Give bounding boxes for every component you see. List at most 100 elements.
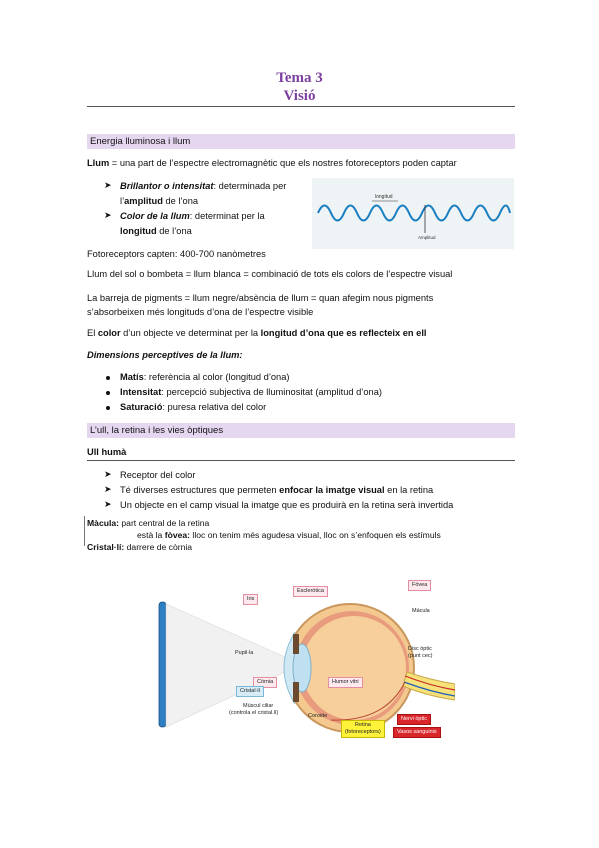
section-heading-eye: L’ull, la retina i les vies òptiques [87,423,515,438]
object-color-term: color [97,328,121,338]
cornea [283,631,296,705]
light-term: Llum [87,158,110,168]
title-divider [87,106,515,107]
label-pupil: Pupil·la [235,650,254,656]
label-optic-disc-1: Disc òptic [408,646,432,652]
arrow-bullet-icon: ➤ [104,484,112,494]
brightness-item-line2: l’amplitud de l’ona [120,195,198,208]
macula-text: part central de la retina [121,518,210,528]
color-item: Color de la llum: determinat per la [120,210,265,223]
label-optic-nerve: Nervi òptic [397,714,431,725]
optic-nerve [402,671,455,701]
brightness-text: : determinada per [213,181,287,191]
dimension-hue: Matís: referència al color (longitud d’o… [120,371,290,384]
arrow-bullet-icon: ➤ [104,180,112,190]
reflected-wavelength-term: longitud d’ona que es reflecteix en ell [260,328,427,338]
bullet-dot-icon [106,406,110,410]
wave-background [312,178,514,249]
retina-line [330,681,406,721]
eye-bullet-1-text: Receptor del color [120,470,196,480]
color-term: Color de la llum [120,211,190,221]
fovea-pre: està la [137,530,165,540]
label-ciliary-1: Múscul ciliar [243,703,274,709]
wave-diagram: longitud Amplitud [312,178,514,249]
photoreceptor-range: Fotoreceptors capten: 400-700 nanòmetres [87,249,266,259]
brightness-line2-suffix: de l’ona [162,196,199,206]
dimension-saturation: Saturació: puresa relativa del color [120,401,266,414]
blood-vessel-red [404,675,455,691]
object-color-text: El color d’un objecte ve determinat per … [87,327,426,340]
brightness-item: Brillantor o intensitat: determinada per [120,180,286,193]
intensity-text: : percepció subjectiva de lluminositat (… [161,387,382,397]
arrow-bullet-icon: ➤ [104,210,112,220]
lens [292,643,312,693]
eye-bullet-2: Té diverses estructures que permeten enf… [120,484,433,497]
pigments-text-line2: s’absorbeixen més longituds d’ona de l’e… [87,307,314,317]
eye-subheading: Ull humà [87,447,127,457]
macula-note: Màcula: part central de la retina [87,517,209,529]
label-retina-line2: (fotoreceptors) [345,729,381,735]
light-definition: Llum = una part de l’espectre electromag… [87,157,457,170]
note-margin-line [84,516,85,546]
bullet-dot-icon [106,376,110,380]
subheading-divider [87,460,515,461]
white-light-text: Llum del sol o bombeta = llum blanca = c… [87,269,453,279]
label-ciliary-2: (controla el cristal.lí) [229,710,279,716]
lens-text: darrere de còrnia [126,542,193,552]
lens-note: Cristal·lí: darrere de còrnia [87,541,192,553]
eye-bullet-2-pre: Té diverses estructures que permeten [120,485,280,495]
iris-top [293,634,299,654]
color-text: : determinat per la [189,211,265,221]
fovea-note: està la fòvea: lloc on tenim més agudesa… [137,529,441,541]
label-retina: Retina (fotoreceptors) [341,720,385,738]
eye-bullet-1: Receptor del color [120,469,195,482]
eye-bullet-3-text: Un objecte en el camp visual la imatge q… [120,500,454,510]
macula-term: Màcula: [87,518,122,528]
fovea-text: lloc on tenim més agudesa visual, lloc o… [192,530,441,540]
wave-line [317,204,511,222]
dimensions-heading: Dimensions perceptives de la llum: [87,350,243,360]
amplitude-term: amplitud [124,196,163,206]
vitreous-humor [302,616,406,720]
eye-bullet-2-post: en la retina [384,485,434,495]
dimension-intensity: Intensitat: percepció subjectiva de llum… [120,386,382,399]
bullet-dot-icon [106,391,110,395]
label-optic-disc-2: (punt cec) [408,653,433,659]
iris-bottom [293,682,299,702]
brightness-term: Brillantor o intensitat [120,181,214,191]
label-blood-vessels: Vasos sanguinis [393,727,441,738]
color-line2-suffix: de l’ona [156,226,192,236]
arrow-bullet-icon: ➤ [104,499,112,509]
object-color-prefix: El [87,328,98,338]
page-title: Tema 3 [276,70,323,86]
label-iris: Iris [243,594,259,605]
section-heading-light: Energia lluminosa i llum [87,134,515,149]
arrow-bullet-icon: ➤ [104,469,112,479]
label-vitreous: Humor vitri [328,677,363,688]
label-sclera: Esclerótica [293,586,328,597]
label-macula: Mácula [412,608,430,614]
lens-term: Cristal·lí: [87,542,127,552]
color-item-line2: longitud de l’ona [120,225,192,238]
saturation-term: Saturació [120,402,163,412]
label-lens: Cristal·lí [236,686,265,697]
eye-diagram: Esclerótica Iris Fóvea Mácula Pupil·la D… [155,572,455,744]
blood-vessel-blue [403,681,455,697]
object-pencil [158,601,167,728]
label-retina-line1: Retina [354,722,371,728]
hue-term: Matís [120,372,144,382]
intensity-term: Intensitat [120,387,162,397]
light-definition-text: = una part de l’espectre electromagnètic… [109,158,457,168]
wavelength-term: longitud [120,226,157,236]
eye-bullet-3: Un objecte en el camp visual la imatge q… [120,499,453,512]
object-color-mid: d’un objecte ve determinat per la [120,328,261,338]
label-choroid: Coroide [308,713,328,719]
brightness-line2-prefix: l’ [120,196,125,206]
wave-label-amplitud: Amplitud [418,235,436,240]
page-subtitle: Visió [283,88,316,104]
wave-label-longitud: longitud [375,194,393,200]
label-fovea: Fóvea [408,580,432,591]
focus-term: enfocar la imatge visual [279,485,385,495]
fovea-term: fòvea: [164,530,193,540]
label-cornea: Còrnia [253,677,278,688]
